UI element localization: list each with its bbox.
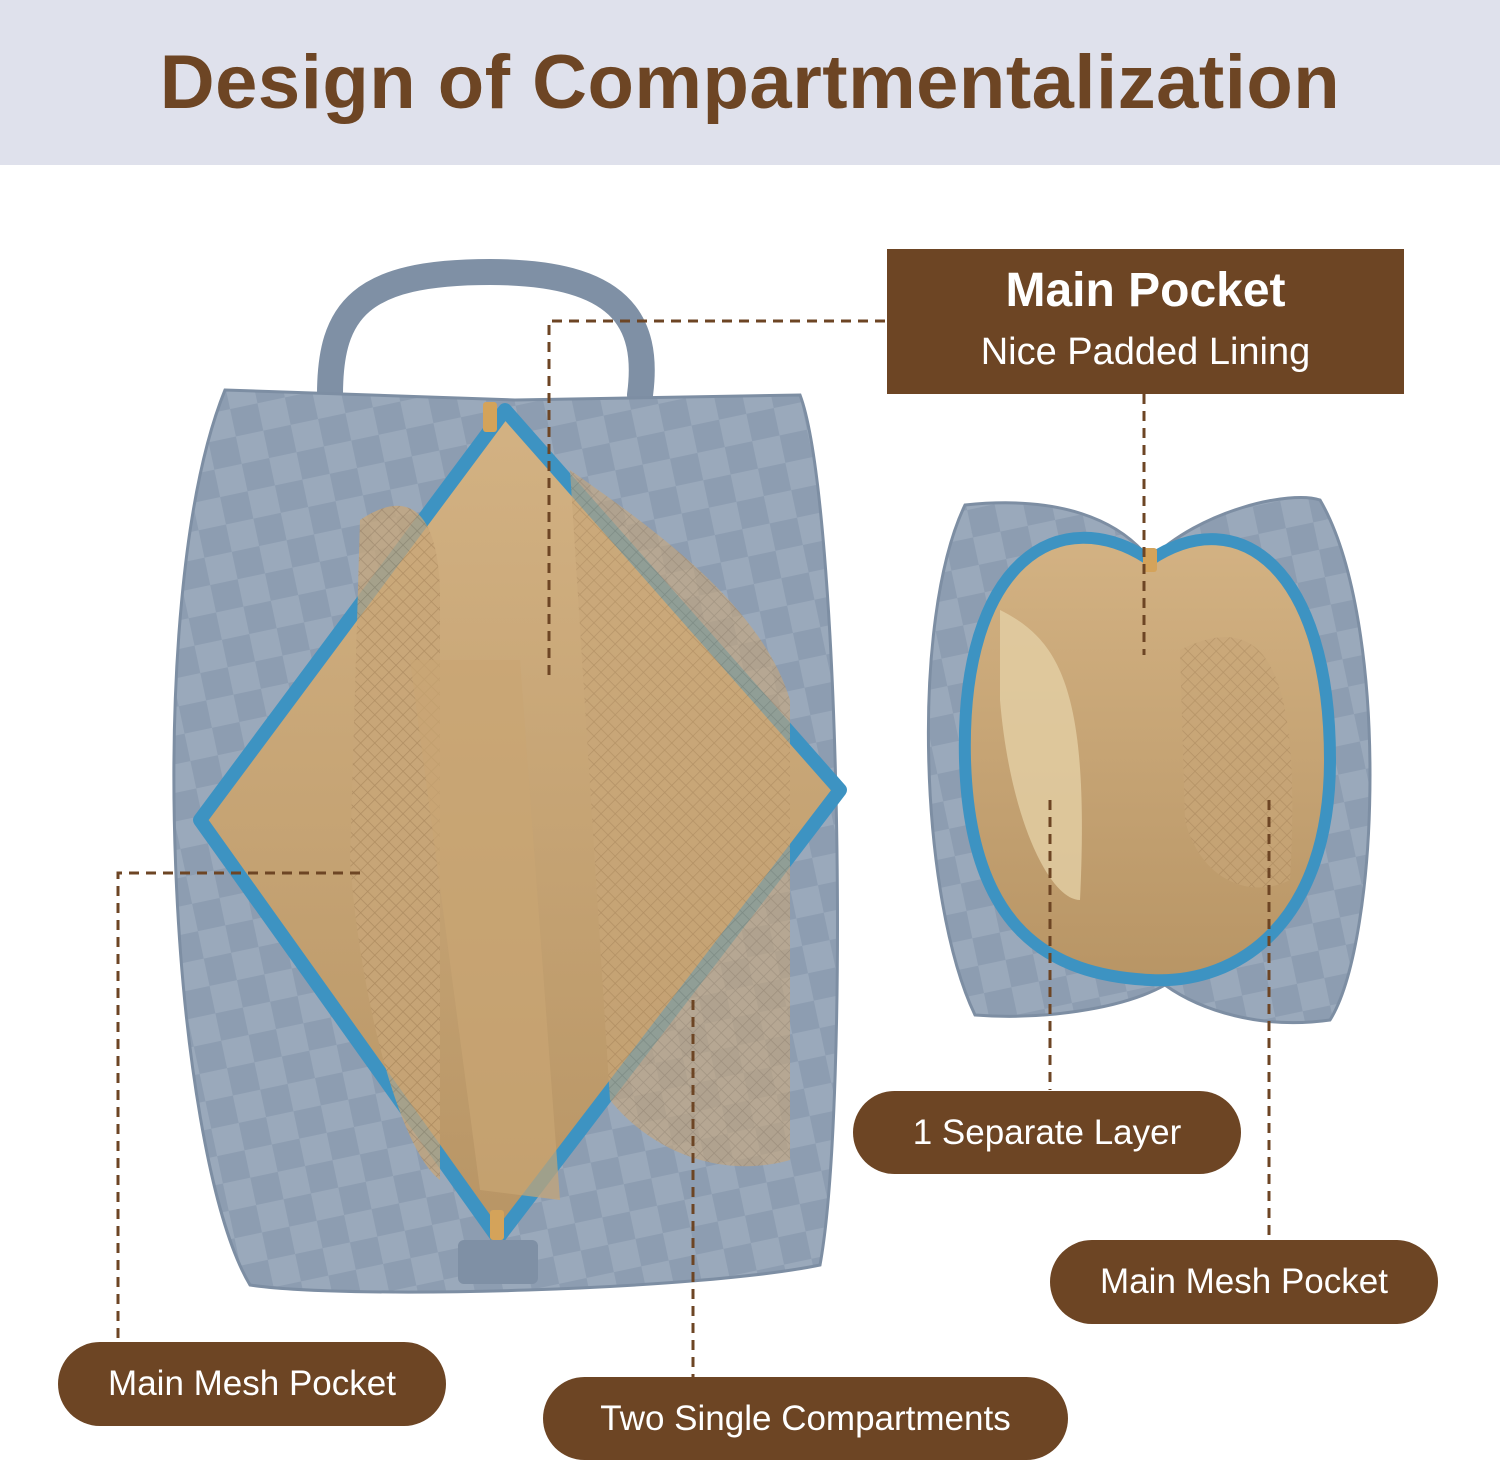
- mesh-pocket-right: [570, 470, 790, 1167]
- zipper-pull-top: [483, 402, 497, 432]
- separate-layer-callout: 1 Separate Layer: [853, 1091, 1241, 1174]
- two-compartments-callout: Two Single Compartments: [543, 1377, 1068, 1460]
- small-separate-layer: [1000, 610, 1082, 900]
- bag-tab: [458, 1240, 538, 1284]
- inner-divider: [410, 660, 560, 1200]
- title-banner: Design of Compartmentalization: [0, 0, 1500, 165]
- small-zipper-pull: [1143, 548, 1157, 572]
- main-mesh-pocket-callout-right: Main Mesh Pocket: [1050, 1240, 1438, 1324]
- main-mesh-pocket-callout-left: Main Mesh Pocket: [58, 1342, 446, 1426]
- bag-handle: [317, 258, 655, 408]
- leader-lines: [116, 319, 1271, 1377]
- main-pocket-title: Main Pocket: [1005, 264, 1286, 317]
- small-mesh-pocket: [1180, 637, 1293, 888]
- page-title: Design of Compartmentalization: [159, 40, 1341, 125]
- zipper-pull-bottom: [490, 1210, 504, 1240]
- leader-main-pocket: [547, 319, 885, 682]
- leader-mesh-left: [116, 871, 360, 1342]
- main-pocket-callout: Main Pocket Nice Padded Lining: [887, 249, 1404, 394]
- small-bag-image: [926, 496, 1372, 1025]
- main-pocket-subtitle: Nice Padded Lining: [980, 331, 1311, 373]
- large-bag-image: [172, 258, 847, 1294]
